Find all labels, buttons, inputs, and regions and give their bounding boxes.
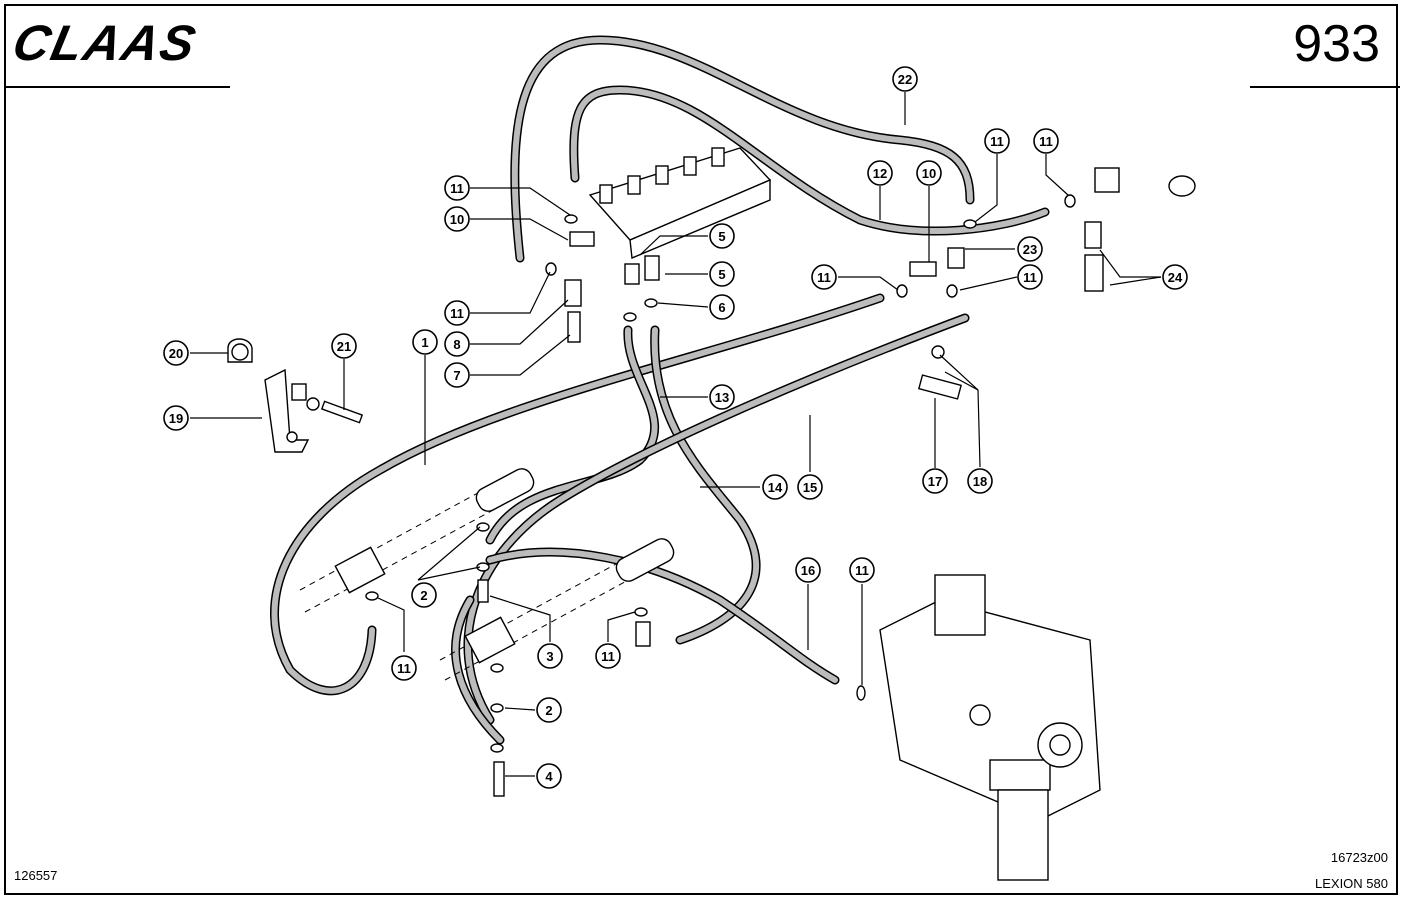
svg-text:17: 17 xyxy=(928,474,942,489)
callout-24: 24 xyxy=(1162,264,1188,290)
callout-18: 18 xyxy=(967,468,993,494)
callout-10-b: 10 xyxy=(916,160,942,186)
callout-13: 13 xyxy=(709,384,735,410)
callout-21: 21 xyxy=(331,333,357,359)
callout-22: 22 xyxy=(892,66,918,92)
clamp-20 xyxy=(227,338,253,363)
cylinder-upper xyxy=(299,468,535,613)
hose-13 xyxy=(485,325,660,545)
page-number-underline xyxy=(1250,86,1400,88)
svg-text:1: 1 xyxy=(421,335,428,350)
callout-6: 6 xyxy=(709,294,735,320)
svg-text:2: 2 xyxy=(545,703,552,718)
callout-11-c: 11 xyxy=(811,264,837,290)
svg-text:16: 16 xyxy=(801,563,815,578)
hose-16 xyxy=(485,547,840,685)
callout-12: 12 xyxy=(867,160,893,186)
svg-text:15: 15 xyxy=(803,480,817,495)
callout-2-a: 2 xyxy=(411,582,437,608)
svg-text:5: 5 xyxy=(718,229,725,244)
callout-20: 20 xyxy=(163,340,189,366)
svg-text:21: 21 xyxy=(337,339,351,354)
bracket-19 xyxy=(264,368,310,453)
svg-text:11: 11 xyxy=(990,134,1004,149)
svg-text:4: 4 xyxy=(545,769,553,784)
o-rings xyxy=(365,194,1076,753)
callout-5-a: 5 xyxy=(709,223,735,249)
model-name: LEXION 580 xyxy=(1315,876,1388,891)
callout-11-h: 11 xyxy=(595,643,621,669)
svg-text:6: 6 xyxy=(718,300,725,315)
hose-12 xyxy=(569,85,1050,236)
callout-5-b: 5 xyxy=(709,261,735,287)
callout-16: 16 xyxy=(795,557,821,583)
svg-text:11: 11 xyxy=(601,649,615,664)
callout-14: 14 xyxy=(762,474,788,500)
svg-text:3: 3 xyxy=(546,649,553,664)
svg-text:11: 11 xyxy=(855,563,869,578)
drawing-frame xyxy=(4,4,1398,895)
svg-text:24: 24 xyxy=(1168,270,1183,285)
svg-text:11: 11 xyxy=(1023,270,1037,285)
callout-11-b: 11 xyxy=(444,300,470,326)
svg-text:20: 20 xyxy=(169,346,183,361)
callout-2-b: 2 xyxy=(536,697,562,723)
callout-11-e: 11 xyxy=(1033,128,1059,154)
hose-14 xyxy=(650,325,761,645)
callout-3: 3 xyxy=(537,643,563,669)
svg-text:10: 10 xyxy=(922,166,936,181)
bolt-21 xyxy=(291,383,364,424)
page-number: 933 xyxy=(1293,15,1380,73)
svg-text:2: 2 xyxy=(420,588,427,603)
callout-11-i: 11 xyxy=(849,557,875,583)
callout-17: 17 xyxy=(922,468,948,494)
fittings xyxy=(477,167,1196,797)
callout-11-a: 11 xyxy=(444,175,470,201)
svg-text:5: 5 xyxy=(718,267,725,282)
leader-lines xyxy=(190,92,1162,777)
callout-10-a: 10 xyxy=(444,206,470,232)
svg-text:13: 13 xyxy=(715,390,729,405)
callout-7: 7 xyxy=(444,362,470,388)
svg-text:11: 11 xyxy=(397,661,411,676)
svg-text:19: 19 xyxy=(169,411,183,426)
svg-text:23: 23 xyxy=(1023,242,1037,257)
callout-11-d: 11 xyxy=(984,128,1010,154)
drawing-id: 16723z00 xyxy=(1330,850,1388,865)
svg-text:11: 11 xyxy=(450,181,464,196)
svg-text:11: 11 xyxy=(450,306,464,321)
svg-text:11: 11 xyxy=(817,270,831,285)
svg-text:12: 12 xyxy=(873,166,887,181)
callout-11-f: 11 xyxy=(1017,264,1043,290)
brand-underline xyxy=(4,86,230,88)
callout-1: 1 xyxy=(412,329,438,355)
callout-4: 4 xyxy=(536,763,562,789)
svg-text:14: 14 xyxy=(768,480,783,495)
callout-8: 8 xyxy=(444,331,470,357)
callout-23: 23 xyxy=(1017,236,1043,262)
svg-text:18: 18 xyxy=(973,474,987,489)
valve-block xyxy=(588,147,772,260)
pump-assembly xyxy=(879,574,1101,881)
callout-11-g: 11 xyxy=(391,655,417,681)
doc-id: 126557 xyxy=(14,868,58,883)
hose-15 xyxy=(463,313,970,725)
callout-19: 19 xyxy=(163,405,189,431)
cylinder-lower xyxy=(439,538,675,681)
svg-text:10: 10 xyxy=(450,212,464,227)
hose-1 xyxy=(270,293,885,696)
svg-text:8: 8 xyxy=(453,337,460,352)
svg-text:22: 22 xyxy=(898,72,912,87)
svg-text:11: 11 xyxy=(1039,134,1053,149)
hose-22 xyxy=(510,35,975,263)
hose-lower xyxy=(451,595,505,745)
callout-15: 15 xyxy=(797,474,823,500)
svg-text:7: 7 xyxy=(453,368,460,383)
